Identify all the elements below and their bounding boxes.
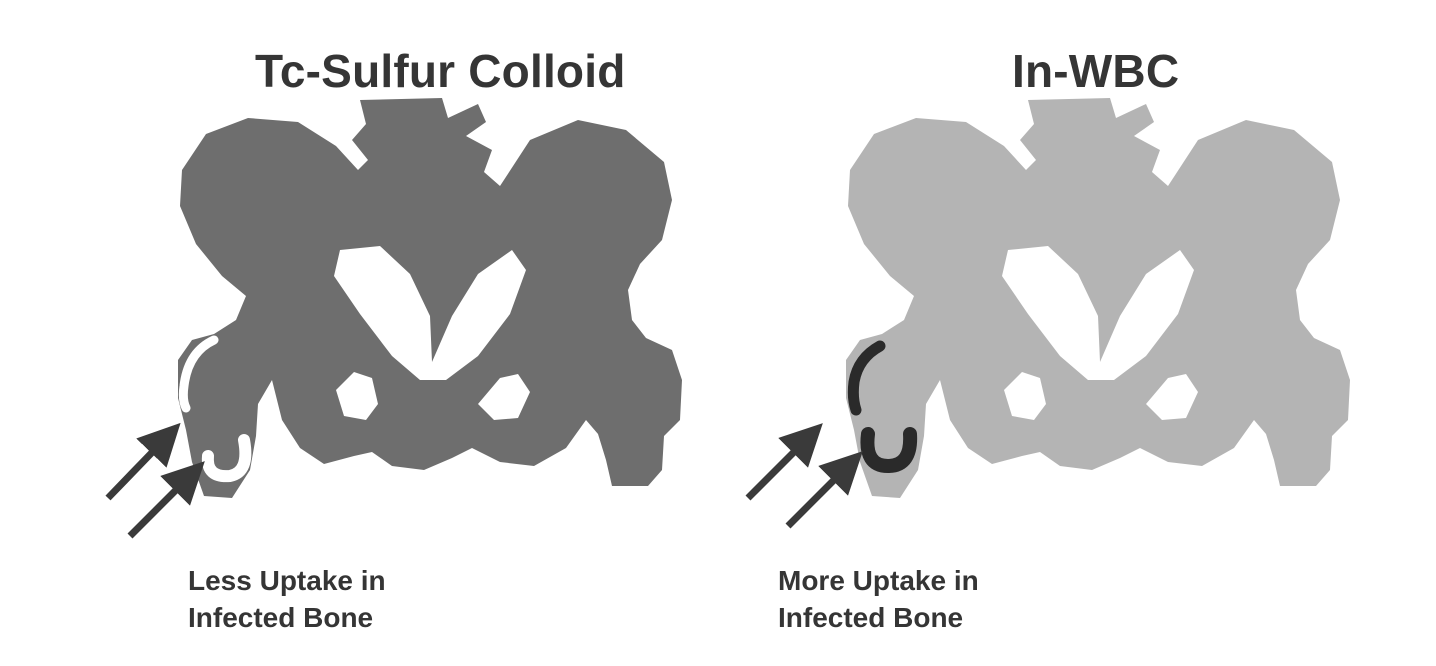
right-lesion-upper [847, 340, 886, 416]
left-arrow-lower-icon [127, 461, 205, 539]
right-arrow-upper-icon [745, 423, 823, 501]
left-lesion-lower [201, 434, 252, 483]
right-pelvis [745, 98, 1350, 529]
right-caption: More Uptake in Infected Bone [778, 562, 979, 636]
left-panel-title: Tc-Sulfur Colloid [255, 45, 626, 97]
left-caption: Less Uptake in Infected Bone [188, 562, 386, 636]
left-caption-line2: Infected Bone [188, 602, 374, 633]
left-lesion-upper [178, 335, 219, 413]
right-caption-line2: Infected Bone [778, 602, 964, 633]
left-pelvis-bone [178, 98, 682, 498]
right-caption-line1: More Uptake in [778, 565, 979, 596]
left-caption-line1: Less Uptake in [188, 565, 386, 596]
right-arrow-lower-icon [785, 451, 863, 529]
left-arrow-upper-icon [105, 422, 181, 501]
right-lesion-lower [860, 427, 918, 474]
right-panel-title: In-WBC [1012, 45, 1180, 97]
left-pelvis [105, 98, 682, 539]
right-pelvis-bone [846, 98, 1350, 498]
